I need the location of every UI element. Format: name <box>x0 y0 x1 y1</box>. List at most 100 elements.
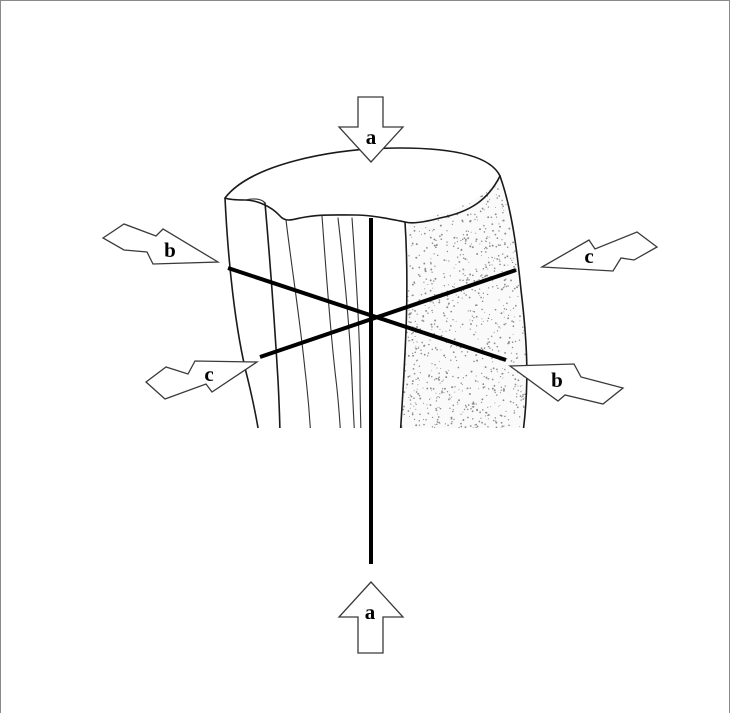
arrow-b-right: b <box>508 363 625 405</box>
stipple-dot <box>492 229 494 232</box>
arrow-c-left-label: c <box>204 362 213 386</box>
stipple-dot <box>460 425 463 428</box>
stipple-dot <box>451 427 453 428</box>
stipple-dot <box>487 338 489 340</box>
stipple-dot <box>515 396 518 398</box>
stipple-dot <box>411 242 414 245</box>
stipple-dot <box>476 425 479 428</box>
stipple-dot <box>485 246 487 249</box>
stipple-dot <box>515 352 518 355</box>
fiber-line-1 <box>285 219 311 428</box>
stipple-dot <box>499 405 501 407</box>
stipple-dot <box>481 398 484 401</box>
stipple-dot <box>417 273 420 276</box>
stipple-dot <box>492 387 494 390</box>
stipple-dot <box>431 326 433 328</box>
stipple-dot <box>490 368 492 371</box>
stipple-dot <box>511 346 514 349</box>
stipple-dot <box>460 422 462 425</box>
stipple-dot <box>453 305 455 307</box>
stipple-dot <box>432 230 434 232</box>
stipple-dot <box>434 265 436 267</box>
stipple-dot <box>449 346 451 348</box>
stipple-dot <box>447 298 449 300</box>
stipple-dot <box>500 288 503 291</box>
stipple-dot <box>503 264 506 267</box>
stipple-dot <box>414 351 417 354</box>
stipple-dot <box>466 387 469 390</box>
stipple-dot <box>497 244 500 246</box>
stipple-dot <box>512 333 514 335</box>
stipple-dot <box>411 380 414 383</box>
stipple-dot <box>403 413 405 416</box>
stipple-dot <box>515 268 518 270</box>
stipple-dot <box>457 403 459 405</box>
stipple-dot <box>457 376 460 379</box>
stipple-dot <box>436 430 438 432</box>
stipple-dot <box>516 433 517 434</box>
stipple-dot <box>487 341 489 343</box>
stipple-dot <box>464 238 467 241</box>
stipple-dot <box>493 389 496 392</box>
stipple-dot <box>499 336 502 339</box>
stipple-dot <box>507 431 508 432</box>
stipple-dot <box>508 227 511 230</box>
stipple-dot <box>418 420 421 422</box>
stipple-dot <box>468 261 470 263</box>
stipple-dot <box>473 360 475 363</box>
stipple-dot <box>519 395 522 397</box>
arrow-c-right-label: c <box>584 244 593 268</box>
stipple-dot <box>486 394 488 397</box>
stipple-dot <box>502 367 504 369</box>
stipple-dot <box>431 416 434 419</box>
stipple-dot <box>524 393 526 396</box>
stipple-dot <box>435 392 437 394</box>
stipple-dot <box>421 341 424 344</box>
arrow-b-left: b <box>101 223 221 265</box>
stipple-dot <box>424 430 426 432</box>
stipple-dot <box>517 284 520 287</box>
stipple-dot <box>452 375 454 378</box>
stipple-dot <box>481 318 483 320</box>
stipple-dot <box>465 281 468 284</box>
stipple-dot <box>450 418 453 420</box>
stipple-dot <box>483 375 485 378</box>
stipple-dot <box>512 290 514 292</box>
stipple-dot <box>450 310 453 313</box>
stipple-dot <box>514 383 517 386</box>
stipple-dot <box>445 330 447 332</box>
stipple-dot <box>431 389 433 391</box>
stipple-dot <box>489 242 491 244</box>
stipple-dot <box>504 351 507 354</box>
stipple-dot <box>469 220 472 223</box>
stipple-dot <box>495 206 496 208</box>
stipple-dot <box>423 423 425 426</box>
stipple-dot <box>427 412 430 415</box>
stipple-dot <box>507 419 510 421</box>
stipple-dot <box>461 219 464 222</box>
stipple-dot <box>434 347 437 349</box>
stipple-dot <box>457 257 459 259</box>
stipple-dot <box>500 389 502 391</box>
stipple-dot <box>434 319 437 322</box>
stipple-dot <box>423 402 425 404</box>
stipple-dot <box>438 299 441 301</box>
stipple-dot <box>511 261 514 264</box>
stipple-dot <box>494 402 496 404</box>
stipple-dot <box>407 336 409 338</box>
stipple-dot <box>457 247 459 250</box>
stipple-dot <box>468 279 470 281</box>
stipple-dot <box>439 393 441 395</box>
stipple-dot <box>498 326 500 328</box>
stipple-dot <box>418 394 421 397</box>
stipple-dot <box>433 379 436 381</box>
stipple-dot <box>430 370 432 372</box>
stipple-dot <box>507 264 509 266</box>
stipple-dot <box>499 263 501 266</box>
stipple-dot <box>443 392 445 394</box>
stipple-dot <box>512 252 514 253</box>
stipple-dot <box>436 367 438 369</box>
arrow-a-bottom: a <box>337 581 405 654</box>
stipple-dot <box>420 432 422 434</box>
stipple-dot <box>493 331 495 333</box>
